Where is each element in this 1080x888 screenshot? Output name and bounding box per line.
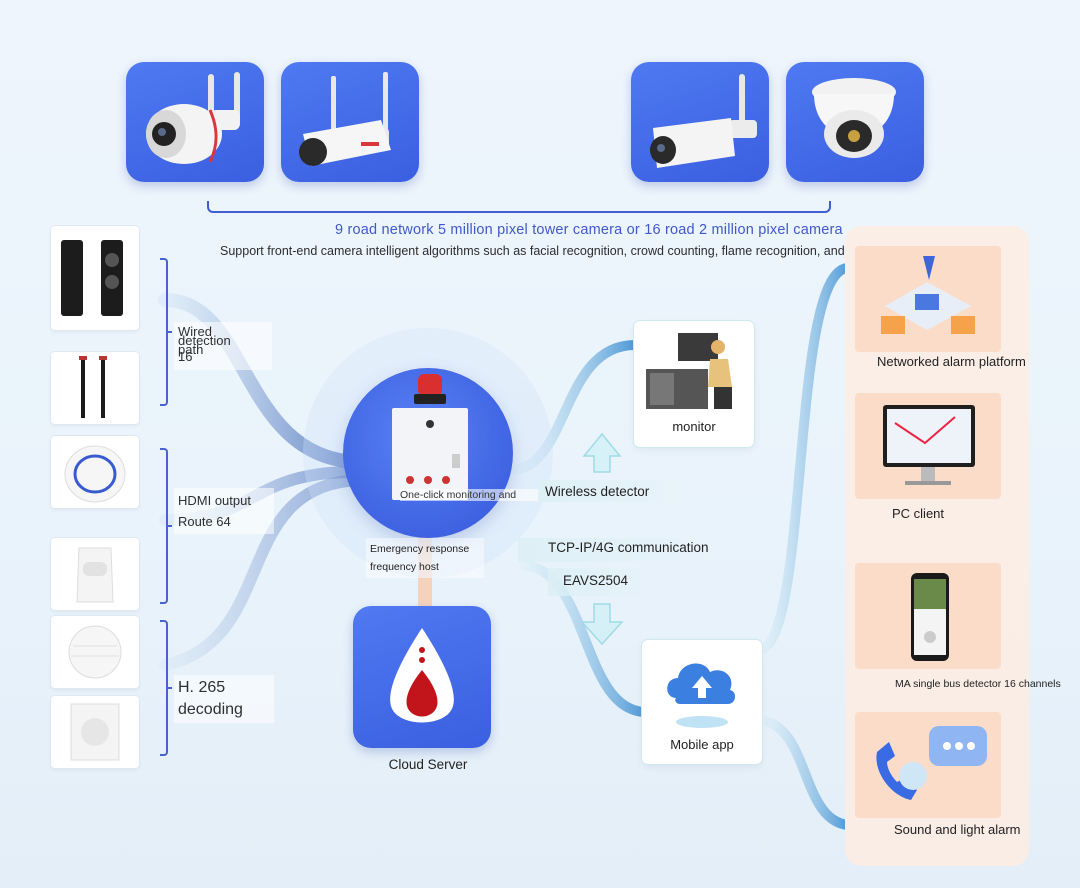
wall-sensor-icon bbox=[70, 703, 120, 761]
monitor-label: monitor bbox=[672, 419, 716, 434]
pc-client-card bbox=[855, 393, 1001, 499]
wireless-detector-label: Wireless detector bbox=[545, 484, 650, 499]
hub-caption: Emergency response frequency host bbox=[366, 538, 484, 578]
cloud-server-tile bbox=[353, 606, 491, 748]
bullet-camera-icon bbox=[146, 72, 240, 164]
camera-headline: 9 road network 5 million pixel tower cam… bbox=[335, 222, 843, 238]
sound-light-label: Sound and light alarm bbox=[894, 822, 1021, 837]
bullet-camera-icon bbox=[650, 74, 757, 168]
cloud-server-label: Cloud Server bbox=[388, 757, 468, 772]
down-arrow-outline bbox=[580, 603, 624, 646]
tcp-band bbox=[518, 538, 718, 562]
flow-wired bbox=[158, 293, 367, 469]
model-band bbox=[548, 568, 658, 596]
beam-poles-icon bbox=[79, 356, 107, 418]
model-label: EAVS2504 bbox=[563, 573, 629, 588]
camera-tile-2 bbox=[281, 62, 419, 182]
wireless-band bbox=[538, 480, 688, 502]
alarm-host-icon bbox=[392, 374, 468, 500]
hdmi-output-label: HDMI output Route 64 bbox=[174, 488, 274, 534]
network-platform-icon bbox=[881, 256, 975, 334]
camera-tile-4 bbox=[786, 62, 924, 182]
flow-hub-monitor bbox=[509, 340, 636, 475]
camera-tile-3 bbox=[631, 62, 769, 182]
sensor-tile-wall-sensor bbox=[51, 696, 139, 768]
pc-monitor-icon bbox=[883, 405, 975, 485]
cloud-upload-icon bbox=[667, 663, 736, 728]
ma-detector-card bbox=[855, 563, 1001, 669]
mobile-app-label: Mobile app bbox=[670, 737, 734, 752]
infrared-beam-detector-icon bbox=[61, 240, 123, 316]
ma-detector-label: MA single bus detector 16 channels bbox=[895, 678, 1061, 690]
sound-light-card bbox=[855, 712, 1001, 818]
flow-h265 bbox=[159, 474, 366, 671]
hub-panel-text: One-click monitoring and bbox=[400, 489, 540, 501]
alarm-beacon-icon bbox=[390, 628, 454, 723]
sensor-tile-pir-sensor bbox=[51, 538, 139, 610]
networked-platform-card bbox=[855, 246, 1001, 352]
wired-detection-label: Wired detection path 16 bbox=[174, 322, 272, 370]
input-bracket-2 bbox=[160, 448, 172, 604]
smartphone-icon bbox=[911, 573, 949, 661]
pc-client-label: PC client bbox=[892, 506, 945, 521]
tcp-communication-label: TCP-IP/4G communication bbox=[548, 540, 709, 555]
pir-sensor-icon bbox=[76, 547, 114, 603]
input-bracket-1 bbox=[160, 258, 172, 406]
phone-chat-icon bbox=[876, 726, 987, 800]
camera-group-bracket bbox=[207, 201, 831, 213]
h265-decoding-label: H. 265 decoding bbox=[174, 675, 274, 723]
mobile-app-node: Mobile app bbox=[642, 640, 762, 764]
sensor-tile-smoke-detector bbox=[51, 436, 139, 508]
bullet-camera-icon bbox=[299, 72, 391, 166]
camera-subline: Support front-end camera intelligent alg… bbox=[220, 244, 983, 258]
camera-tile-1 bbox=[126, 62, 264, 182]
smoke-detector-icon bbox=[64, 445, 126, 503]
flow-mobile-bottom bbox=[758, 715, 850, 830]
sensor-tile-infrared-beam bbox=[51, 226, 139, 330]
workstation-icon bbox=[646, 333, 732, 409]
up-arrow-outline bbox=[582, 432, 622, 473]
monitor-node: monitor bbox=[634, 321, 754, 447]
flow-hub-mobile bbox=[519, 560, 646, 717]
input-bracket-3 bbox=[160, 620, 172, 756]
ceiling-detector-icon bbox=[68, 625, 122, 679]
flow-mobile-top bbox=[757, 263, 850, 655]
flow-hub-cloud bbox=[418, 535, 432, 607]
dome-camera-icon bbox=[812, 78, 896, 158]
sensor-tile-beam-poles bbox=[51, 352, 139, 424]
networked-platform-label: Networked alarm platform bbox=[877, 354, 1026, 369]
sensor-tile-ceiling-detector bbox=[51, 616, 139, 688]
